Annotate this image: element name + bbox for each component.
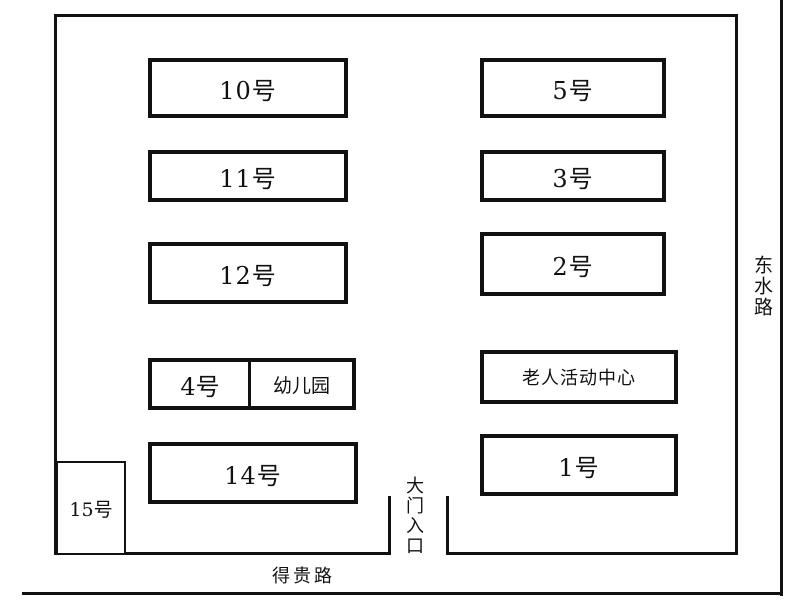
building-11-label: 11号 xyxy=(219,164,277,193)
gate-post-right xyxy=(446,496,449,555)
building-10-label: 10号 xyxy=(219,76,277,105)
building-15-label: 15号 xyxy=(69,498,113,521)
boundary-bottom-wall-left xyxy=(54,552,390,555)
building-14-label: 14号 xyxy=(224,461,282,490)
boundary-top-wall xyxy=(54,14,738,17)
building-11: 11号 xyxy=(148,150,348,202)
east-road-line xyxy=(780,0,783,596)
building-4: 4号 xyxy=(152,362,251,406)
building-3: 3号 xyxy=(480,150,666,202)
kindergarten: 幼儿园 xyxy=(251,362,352,406)
boundary-bottom-wall-right xyxy=(446,552,738,555)
building-5: 5号 xyxy=(480,58,666,118)
building-14: 14号 xyxy=(148,442,358,504)
building-12-label: 12号 xyxy=(219,261,277,290)
elderly-activity-center-label: 老人活动中心 xyxy=(522,368,636,389)
building-4-kindergarten: 4号 幼儿园 xyxy=(148,358,356,410)
south-road-line xyxy=(22,592,780,595)
building-10: 10号 xyxy=(148,58,348,118)
boundary-right-wall xyxy=(735,14,738,555)
gate-post-left xyxy=(388,496,391,555)
building-3-label: 3号 xyxy=(552,164,594,193)
building-1-label: 1号 xyxy=(558,453,600,482)
boundary-left-wall xyxy=(54,14,57,555)
building-15: 15号 xyxy=(56,461,126,555)
south-road-label: 得贵路 xyxy=(272,566,335,587)
main-gate-label: 大门入口 xyxy=(403,476,424,556)
building-5-label: 5号 xyxy=(552,76,594,105)
building-12: 12号 xyxy=(148,242,348,304)
building-2: 2号 xyxy=(480,232,666,296)
building-4-label: 4号 xyxy=(180,372,220,401)
building-2-label: 2号 xyxy=(552,252,594,281)
east-road-label: 东水路 xyxy=(751,255,773,318)
kindergarten-label: 幼儿园 xyxy=(272,374,330,397)
elderly-activity-center: 老人活动中心 xyxy=(480,350,678,404)
building-1: 1号 xyxy=(480,434,678,496)
